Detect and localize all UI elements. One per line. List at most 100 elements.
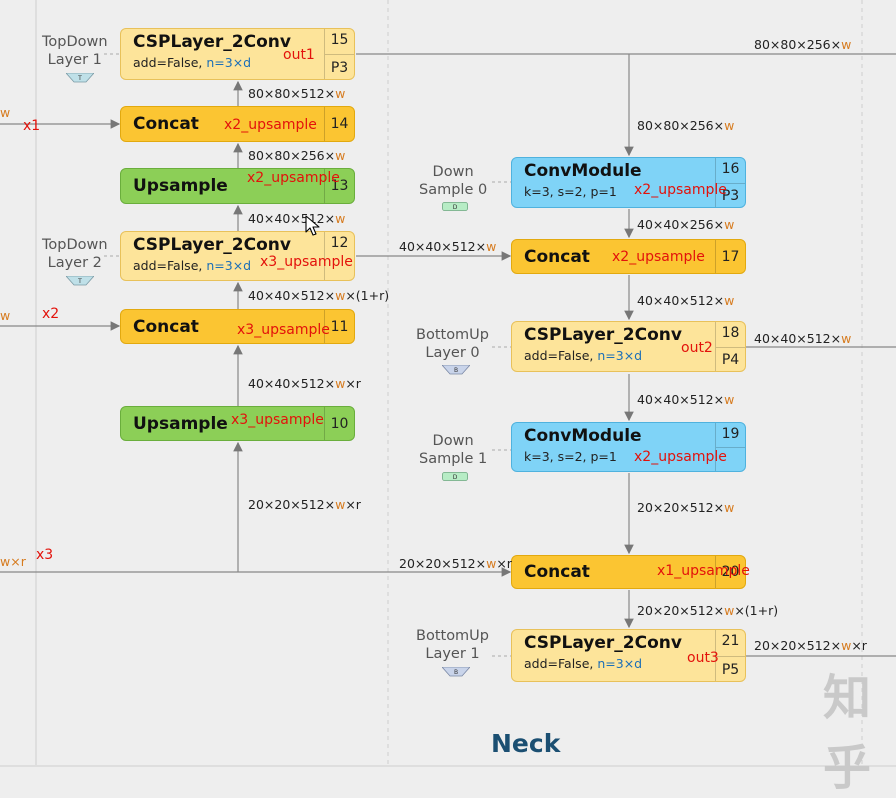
section-title: Neck	[491, 729, 561, 758]
edge-label: 40×40×512×w	[248, 211, 346, 226]
block-annotation: x2_upsample	[634, 182, 727, 198]
block-index: 12	[324, 232, 354, 280]
block-title: CSPLayer_2Conv	[524, 633, 682, 653]
block-params: k=3, s=2, p=1	[524, 449, 617, 464]
block-annotation: x2_upsample	[634, 449, 727, 465]
edge-label: 20×20×512×w×r	[399, 556, 512, 571]
block-index: 20	[715, 556, 745, 588]
connection-lines	[0, 0, 896, 767]
edge-label: 40×40×512×w×(1+r)	[248, 288, 390, 303]
block-params: add=False, n=3×d	[133, 258, 252, 273]
svg-text:T: T	[77, 278, 82, 285]
topdown-badge-icon: T	[66, 73, 94, 83]
block-annotation: x2_upsample	[612, 249, 705, 265]
block-title: ConvModule	[524, 426, 642, 446]
block-index: 14	[324, 107, 354, 141]
block-index: 21 P5	[715, 630, 745, 681]
edge-label: 80×80×256×w	[754, 37, 852, 52]
input-edge-label: w	[0, 308, 11, 323]
block-params: add=False, n=3×d	[524, 348, 643, 363]
edge-label: 80×80×256×w	[637, 118, 735, 133]
block-14-concat: Concat 14	[120, 106, 355, 142]
edge-label: 40×40×512×w	[399, 239, 497, 254]
block-annotation: x3_upsample	[260, 254, 353, 270]
svg-text:B: B	[454, 669, 458, 676]
block-title: Concat	[524, 246, 590, 267]
block-index: 19	[715, 423, 745, 471]
bottomup-badge-icon: B	[442, 365, 470, 375]
block-title: Concat	[133, 316, 199, 337]
block-params: k=3, s=2, p=1	[524, 184, 617, 199]
block-20-concat: Concat 20	[511, 555, 746, 589]
block-12-csplayer: CSPLayer_2Conv add=False, n=3×d 12	[120, 231, 355, 281]
block-18-csplayer: CSPLayer_2Conv add=False, n=3×d 18 P4	[511, 321, 746, 372]
block-21-csplayer: CSPLayer_2Conv add=False, n=3×d 21 P5	[511, 629, 746, 682]
edge-label: 20×20×512×w×r	[754, 638, 867, 653]
svg-text:B: B	[454, 367, 458, 374]
block-annotation: x1_upsample	[657, 563, 750, 579]
block-index: 18 P4	[715, 322, 745, 371]
block-title: CSPLayer_2Conv	[524, 325, 682, 345]
watermark: 知乎	[823, 670, 872, 796]
block-index: 11	[324, 310, 354, 343]
block-index: 16 P3	[715, 158, 745, 207]
topdown-badge-icon: T	[66, 276, 94, 286]
block-index: 13	[324, 169, 354, 203]
bottomup-badge-icon: B	[442, 667, 470, 677]
block-title: Concat	[524, 562, 590, 582]
block-annotation: out1	[283, 47, 315, 63]
block-annotation: out2	[681, 340, 713, 356]
block-index: 10	[324, 407, 354, 440]
block-params: add=False, n=3×d	[524, 656, 643, 671]
block-11-concat: Concat 11	[120, 309, 355, 344]
svg-text:D: D	[453, 204, 458, 211]
input-edge-label: w	[0, 105, 11, 120]
block-annotation: x2_upsample	[247, 170, 340, 186]
block-13-upsample: Upsample 13	[120, 168, 355, 204]
svg-text:T: T	[77, 75, 82, 82]
mouse-cursor-icon	[305, 215, 320, 236]
downsample-badge-icon: D	[442, 472, 468, 481]
input-x3-label: x3	[36, 547, 54, 563]
edge-label: 20×20×512×w×r	[248, 497, 361, 512]
block-title: CSPLayer_2Conv	[133, 32, 291, 52]
input-x1-label: x1	[23, 118, 41, 134]
edge-label: 80×80×256×w	[248, 148, 346, 163]
input-x2-label: x2	[42, 306, 60, 322]
edge-label: 80×80×512×w	[248, 86, 346, 101]
block-title: ConvModule	[524, 161, 642, 181]
block-19-convmodule: ConvModule k=3, s=2, p=1 19	[511, 422, 746, 472]
input-edge-label: w×r	[0, 554, 26, 569]
downsample-badge-icon: D	[442, 202, 468, 211]
block-annotation: x3_upsample	[237, 322, 330, 338]
block-16-convmodule: ConvModule k=3, s=2, p=1 16 P3	[511, 157, 746, 208]
block-params: add=False, n=3×d	[133, 55, 252, 70]
block-annotation: out3	[687, 650, 719, 666]
edge-label: 20×20×512×w	[637, 500, 735, 515]
block-title: Concat	[133, 114, 199, 134]
block-index: 17	[715, 240, 745, 273]
edge-label: 40×40×512×w	[637, 392, 735, 407]
edge-label: 40×40×512×w	[754, 331, 852, 346]
svg-text:D: D	[453, 474, 458, 481]
block-17-concat: Concat 17	[511, 239, 746, 274]
block-title: CSPLayer_2Conv	[133, 235, 291, 255]
block-title: Upsample	[133, 176, 228, 196]
edge-label: 40×40×512×w×r	[248, 376, 361, 391]
block-10-upsample: Upsample 10	[120, 406, 355, 441]
block-title: Upsample	[133, 413, 228, 434]
edge-label: 20×20×512×w×(1+r)	[637, 603, 779, 618]
block-index: 15 P3	[324, 29, 354, 79]
block-annotation: x3_upsample	[231, 412, 324, 428]
edge-label: 40×40×512×w	[637, 293, 735, 308]
block-annotation: x2_upsample	[224, 117, 317, 133]
edge-label: 40×40×256×w	[637, 217, 735, 232]
block-15-csplayer: CSPLayer_2Conv add=False, n=3×d 15 P3	[120, 28, 355, 80]
